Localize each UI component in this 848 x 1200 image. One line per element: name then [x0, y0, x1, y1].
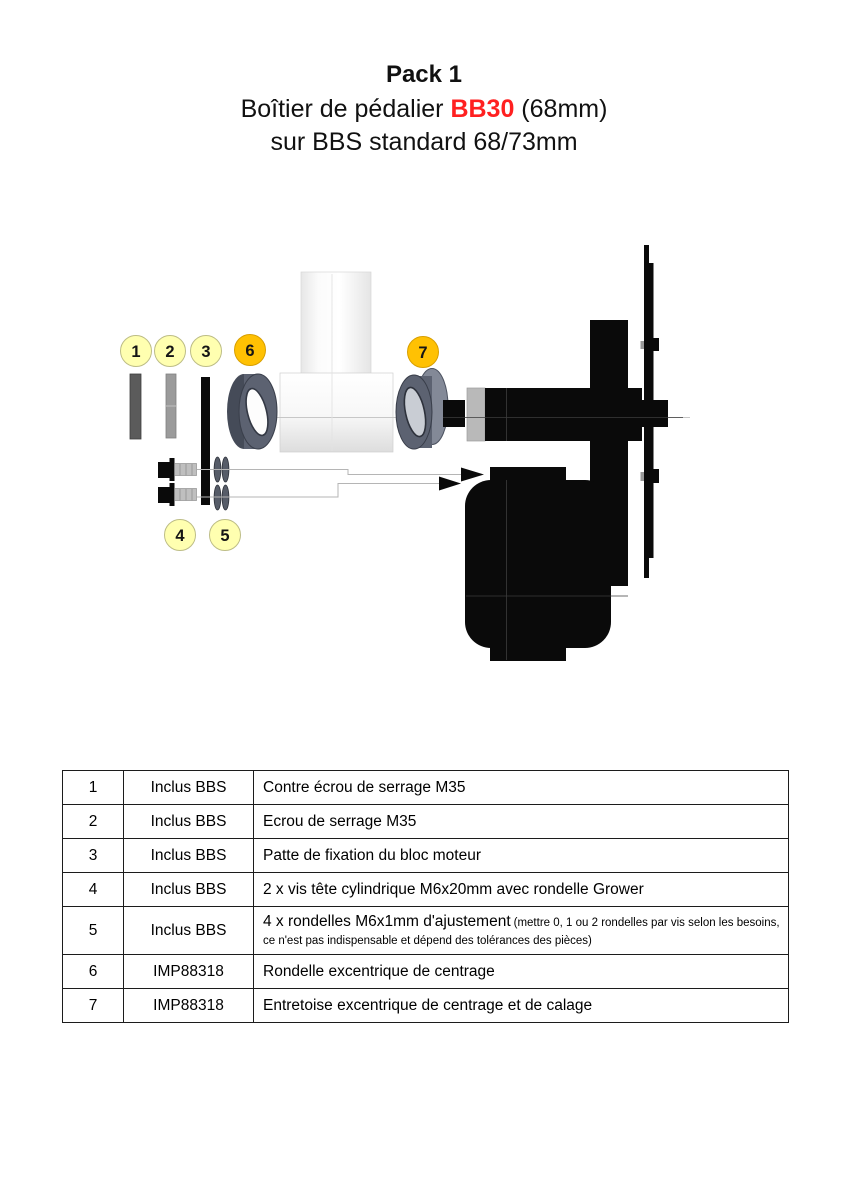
callout-3-label: 3 — [201, 343, 210, 361]
part-reference: Inclus BBS — [123, 906, 254, 955]
leader-lines — [197, 469, 461, 498]
part-5-shim-washers — [213, 456, 230, 511]
seam-lines — [443, 388, 683, 660]
title-product: Boîtier de pédalier BB30 (68mm) — [0, 93, 848, 126]
callout-4: 4 — [164, 519, 196, 551]
title-product-prefix: Boîtier de pédalier — [240, 95, 451, 123]
part-description: Entretoise excentrique de centrage et de… — [253, 988, 789, 1023]
part-description-main: 4 x rondelles M6x1mm d'ajustement — [263, 913, 511, 930]
callout-1-label: 1 — [131, 343, 140, 361]
bottom-bracket-shell — [279, 372, 394, 453]
part-number: 2 — [62, 804, 124, 839]
part-number: 5 — [62, 906, 124, 955]
part-6-eccentric-washer — [227, 373, 278, 450]
table-row: 4 Inclus BBS 2 x vis tête cylindrique M6… — [62, 872, 789, 907]
callout-5-label: 5 — [220, 527, 229, 545]
callout-2-label: 2 — [165, 343, 174, 361]
part-reference: IMP88318 — [123, 954, 254, 989]
part-reference: Inclus BBS — [123, 804, 254, 839]
page-title: Pack 1 Boîtier de pédalier BB30 (68mm) s… — [0, 58, 848, 159]
part-1-locknut — [129, 373, 142, 440]
table-row: 6 IMP88318 Rondelle excentrique de centr… — [62, 954, 789, 989]
part-number: 4 — [62, 872, 124, 907]
callout-6: 6 — [234, 334, 266, 366]
part-number: 1 — [62, 770, 124, 805]
part-description: 2 x vis tête cylindrique M6x20mm avec ro… — [253, 872, 789, 907]
part-number: 7 — [62, 988, 124, 1023]
arrow-icon — [461, 467, 484, 482]
part-number: 3 — [62, 838, 124, 873]
title-product-model: BB30 — [450, 95, 515, 123]
part-7-eccentric-spacer — [395, 368, 449, 450]
part-description: Patte de fixation du bloc moteur — [253, 838, 789, 873]
part-reference: Inclus BBS — [123, 770, 254, 805]
callout-5: 5 — [209, 519, 241, 551]
title-pack: Pack 1 — [385, 61, 463, 88]
callout-7: 7 — [407, 336, 439, 368]
table-row: 7 IMP88318 Entretoise excentrique de cen… — [62, 988, 789, 1023]
part-reference: IMP88318 — [123, 988, 254, 1023]
callout-1: 1 — [120, 335, 152, 367]
part-4-screws — [158, 458, 197, 506]
arrow-icon — [439, 476, 461, 491]
seat-tube-cylinder — [300, 271, 372, 375]
title-product-suffix: (68mm) — [514, 95, 608, 123]
motor-block-assembly — [443, 245, 668, 661]
callout-2: 2 — [154, 335, 186, 367]
part-description-note: (mettre 0, 1 ou 2 rondelles par vis selo… — [263, 917, 780, 947]
part-description: Contre écrou de serrage M35 — [253, 770, 789, 805]
part-number: 6 — [62, 954, 124, 989]
callout-6-label: 6 — [245, 342, 254, 360]
table-row: 1 Inclus BBS Contre écrou de serrage M35 — [62, 770, 789, 805]
title-standard: sur BBS standard 68/73mm — [270, 128, 578, 156]
part-2-nut — [165, 373, 177, 439]
callout-7-label: 7 — [418, 344, 427, 362]
part-description: 4 x rondelles M6x1mm d'ajustement(mettre… — [253, 906, 789, 955]
part-description: Ecrou de serrage M35 — [253, 804, 789, 839]
part-reference: Inclus BBS — [123, 838, 254, 873]
callout-4-label: 4 — [175, 527, 185, 545]
exploded-diagram: 1 2 3 6 7 4 5 — [120, 245, 690, 661]
table-row: 3 Inclus BBS Patte de fixation du bloc m… — [62, 838, 789, 873]
parts-table: 1 Inclus BBS Contre écrou de serrage M35… — [62, 770, 789, 1023]
part-reference: Inclus BBS — [123, 872, 254, 907]
callout-3: 3 — [190, 335, 222, 367]
table-row: 2 Inclus BBS Ecrou de serrage M35 — [62, 804, 789, 839]
table-row: 5 Inclus BBS 4 x rondelles M6x1mm d'ajus… — [62, 906, 789, 955]
part-description: Rondelle excentrique de centrage — [253, 954, 789, 989]
part-3-mounting-plate — [201, 377, 210, 505]
